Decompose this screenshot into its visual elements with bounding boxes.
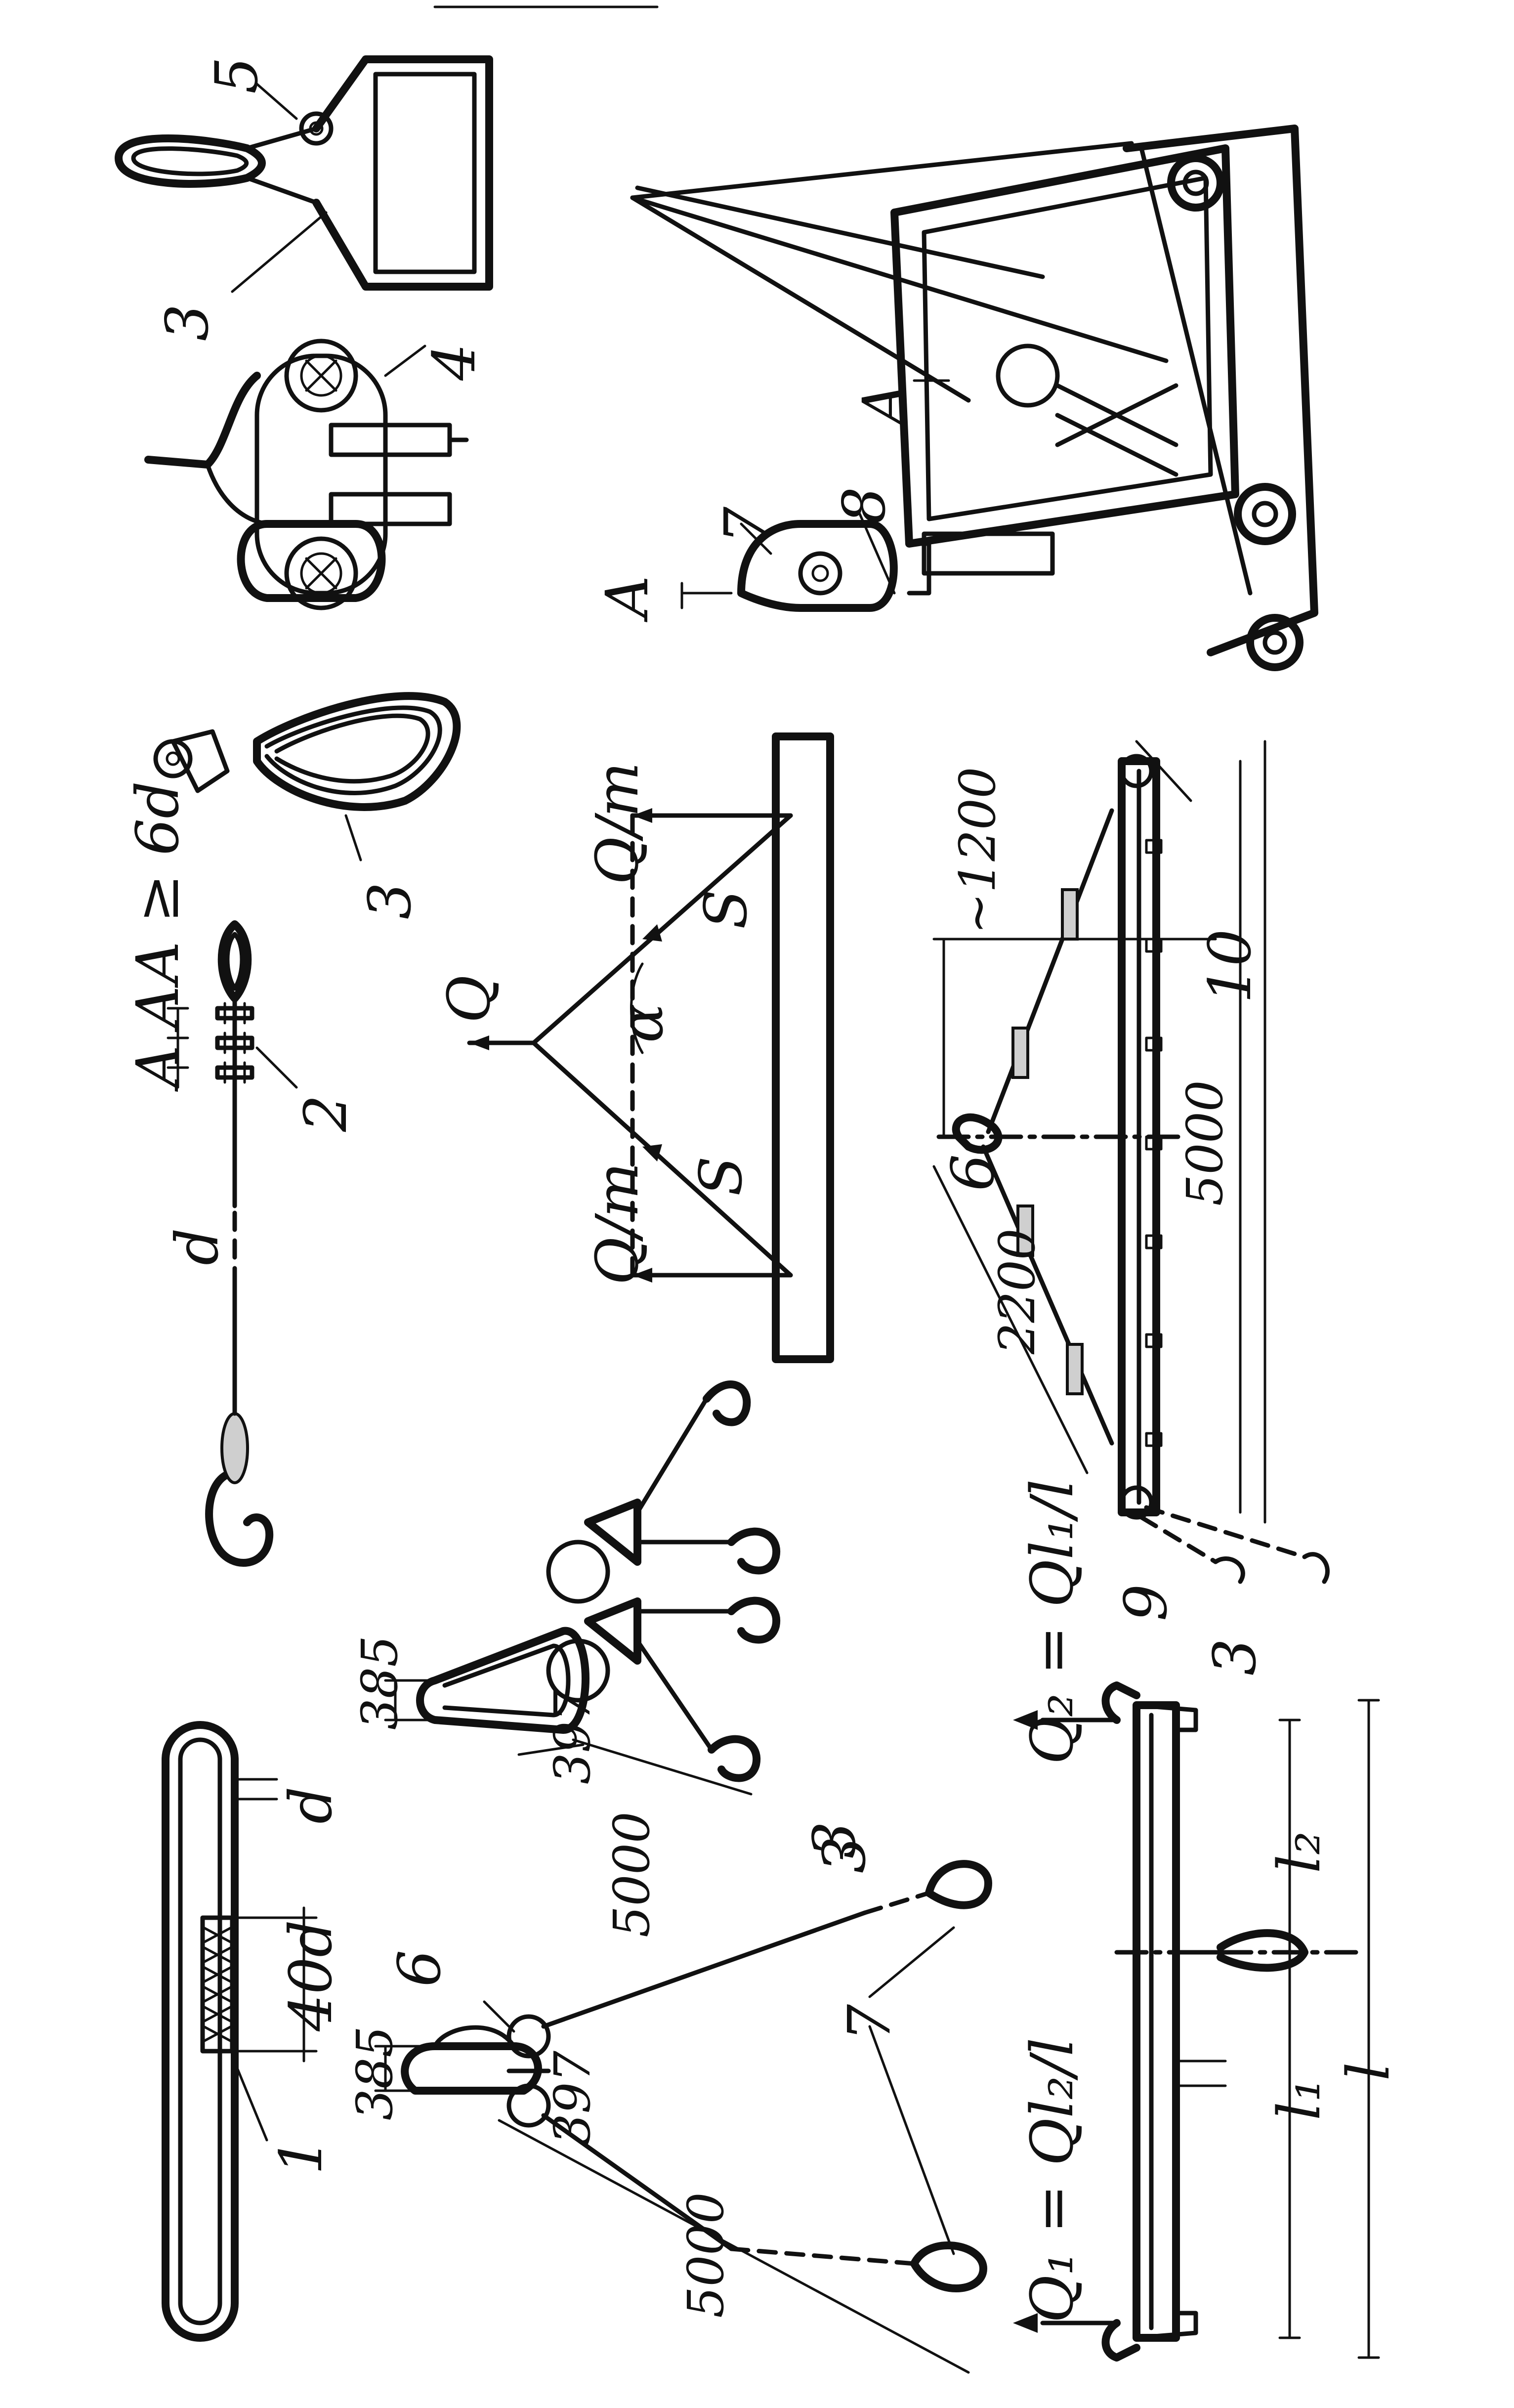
dimension-40d: 40d <box>277 1920 345 2031</box>
section-a-clamp-detail <box>680 513 1055 612</box>
dimension-d-rope: d <box>163 1228 231 1265</box>
formula-q2: Q₂ = Ql₁/l <box>1018 1479 1086 1764</box>
force-diagram <box>467 732 834 1363</box>
section-a-label-frame: A <box>850 383 918 425</box>
dimension-397-lower: 397 <box>544 2051 601 2145</box>
four-leg-sling <box>384 1380 781 1796</box>
dimension-d-endless: d <box>277 1786 345 1824</box>
rope-with-hook-and-clamps <box>167 920 298 1567</box>
force-qm-upper: Q/m <box>583 762 651 885</box>
dimension-1200: ~1200 <box>949 767 1007 934</box>
lifting-beam-with-hooks <box>1013 1681 1380 2362</box>
dimension-385-upper: 385 <box>351 1635 409 1730</box>
part-label-4: 4 <box>420 343 488 381</box>
part-label-9: 9 <box>1112 1584 1180 1621</box>
spacing-rule: A ≥ 6d <box>124 781 192 984</box>
part-label-7-clamp: 7 <box>712 506 780 544</box>
endless-sling <box>162 1721 318 2342</box>
part-label-2: 2 <box>292 1094 360 1132</box>
spacing-a-2: A <box>124 986 192 1028</box>
part-label-6-lower: 6 <box>385 1949 454 1987</box>
force-s-upper: S <box>692 889 760 929</box>
part-label-8: 8 <box>830 486 898 524</box>
force-qm-lower: Q/m <box>583 1162 651 1285</box>
force-q-label: Q <box>435 975 503 1023</box>
section-a-label: A <box>593 575 661 618</box>
part-label-3-two-leg: 3 <box>810 1836 879 1873</box>
part-label-10: 10 <box>1196 929 1264 1003</box>
dimension-2200: 2200 <box>988 1228 1046 1355</box>
box-sling-with-spreader <box>115 55 493 293</box>
part-label-3-roller: 3 <box>153 303 221 341</box>
part-label-5: 5 <box>203 56 271 94</box>
sling-loop-on-shackle <box>153 692 461 861</box>
dimension-397-upper: 397 <box>544 1690 601 1784</box>
force-s-lower: S <box>687 1156 755 1196</box>
dimension-5000-beam: 5000 <box>1176 1080 1234 1206</box>
length-l: l <box>1334 2062 1402 2081</box>
length-l2: l₂ <box>1265 1831 1333 1873</box>
dimension-385-lower: 385 <box>346 2026 404 2120</box>
long-beam-with-slings <box>932 740 1330 1584</box>
roller-sling-assembly <box>144 339 477 610</box>
spacing-a-1: A <box>124 1045 192 1087</box>
part-label-1: 1 <box>267 2137 335 2175</box>
formula-q1: Q₁ = Ql₂/l <box>1018 2037 1086 2323</box>
dimension-5000-upper: 5000 <box>603 1811 661 1938</box>
part-label-6-beam: 6 <box>939 1154 1007 1191</box>
part-label-3-loop: 3 <box>356 882 424 919</box>
trolley-frame <box>630 125 1318 671</box>
length-l1: l₁ <box>1265 2078 1333 2120</box>
two-leg-sling-5000 <box>374 1860 992 2374</box>
part-label-7-lower: 7 <box>835 2004 903 2041</box>
angle-alpha: α <box>608 1003 676 1043</box>
dimension-5000-lower: 5000 <box>677 2192 735 2319</box>
part-label-3-beam: 3 <box>1201 1638 1269 1676</box>
